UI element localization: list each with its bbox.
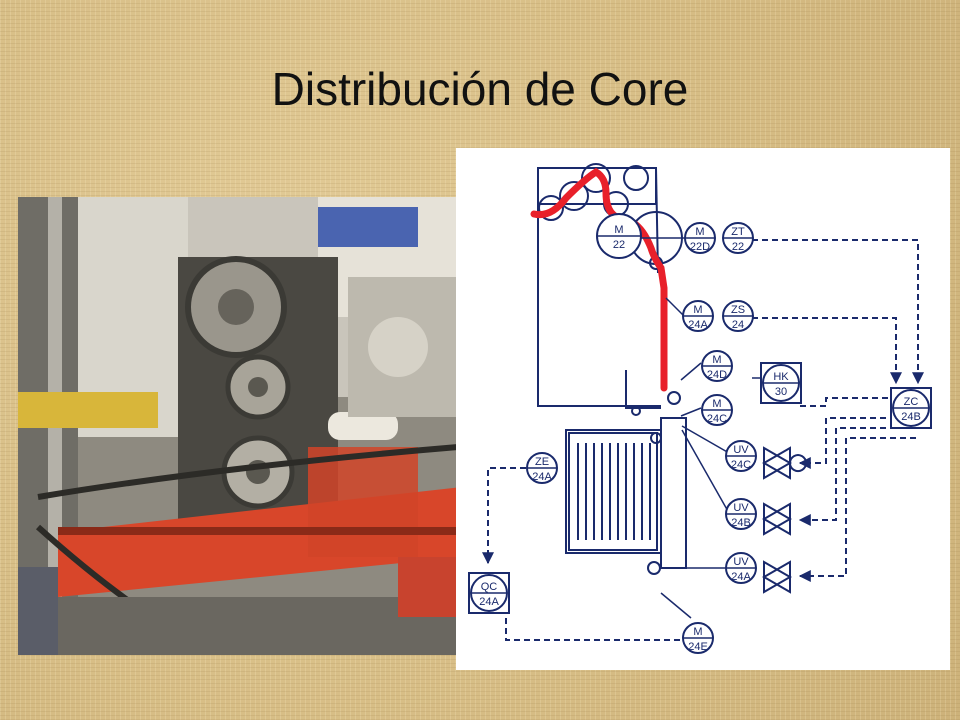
instrument-zc24b: ZC 24B [890, 387, 932, 429]
instrument-tag: M [693, 626, 702, 638]
instrument-tag: UV [733, 556, 749, 568]
instrument-number: 24C [731, 459, 751, 471]
control-valves [761, 446, 807, 594]
instrument-uv24a: UV 24A [725, 552, 757, 584]
machine-photo-icon [18, 197, 462, 655]
instrument-tag: UV [733, 444, 749, 456]
instrument-number: 24D [707, 369, 727, 381]
instrument-number: 24 [732, 319, 744, 331]
instrument-tag: M [695, 226, 704, 238]
instrument-number: 22D [690, 241, 710, 253]
instrument-m24e: M 24E [682, 622, 714, 654]
instrument-number: 22 [613, 239, 625, 251]
instrument-m22: M 22 [596, 213, 642, 259]
instrument-number: 24A [688, 319, 708, 331]
leader-lines [636, 237, 764, 619]
instrument-zs24: ZS 24 [722, 300, 754, 332]
instrument-qc24a: QC 24A [468, 572, 510, 614]
instrument-m24a: M 24A [682, 300, 714, 332]
instrument-zt22: ZT 22 [722, 222, 754, 254]
instrument-tag: M [712, 398, 721, 410]
instrument-tag: HK [773, 371, 789, 383]
instrument-tag: M [614, 224, 623, 236]
instrument-m22d: M 22D [684, 222, 716, 254]
instrument-tag: M [712, 354, 721, 366]
machine-photo [18, 197, 462, 655]
instrument-ze24a: ZE 24A [526, 452, 558, 484]
instrument-number: 30 [775, 386, 787, 398]
signal-lines [482, 239, 924, 641]
instrument-tag: ZS [731, 304, 745, 316]
slide-title: Distribución de Core [271, 63, 689, 115]
instrument-tag: UV [733, 502, 749, 514]
instrument-tag: ZC [904, 396, 919, 408]
instrument-tag: ZE [535, 456, 549, 468]
instrument-number: 24A [532, 471, 552, 483]
instrument-number: 24E [688, 641, 708, 653]
instrument-number: 24A [731, 571, 751, 583]
instrument-hk30: HK 30 [760, 362, 802, 404]
instrument-tag: ZT [731, 226, 745, 238]
instrument-tag: M [693, 304, 702, 316]
instrument-m24c: M 24C [701, 394, 733, 426]
core-web-path [530, 167, 668, 392]
instrument-number: 24B [901, 411, 921, 423]
instrument-number: 22 [732, 241, 744, 253]
heater-grill [568, 432, 658, 551]
instrument-uv24c: UV 24C [725, 440, 757, 472]
instrument-uv24b: UV 24B [725, 498, 757, 530]
instrument-m24d: M 24D [701, 350, 733, 382]
instrument-number: 24C [707, 413, 727, 425]
instrument-number: 24B [731, 517, 751, 529]
instrument-number: 24A [479, 596, 499, 608]
instrument-tag: QC [481, 581, 498, 593]
